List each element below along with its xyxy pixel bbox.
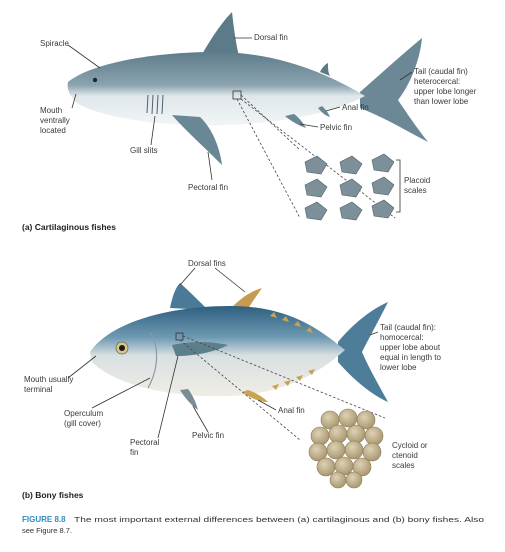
label-shark-anal-fin: Anal fin: [342, 103, 369, 112]
label-tuna-anal-fin: Anal fin: [278, 406, 305, 415]
label-gill-slits: Gill slits: [130, 146, 158, 155]
label-shark-mouth-line1: Mouth: [40, 106, 62, 115]
label-tuna-mouth-line1: Mouth usually: [24, 375, 73, 384]
label-shark-pelvic-fin: Pelvic fin: [320, 123, 352, 132]
label-shark-mouth-line3: located: [40, 126, 66, 135]
label-operculum-line2: (gill cover): [64, 419, 101, 428]
label-tuna-tail-line1: Tail (caudal fin):: [380, 323, 436, 332]
label-tuna-pectoral-line2: fin: [130, 448, 138, 457]
figure-caption-line2: see Figure 8.7.: [22, 526, 72, 535]
label-tuna-tail-line4: equal in length to: [380, 353, 441, 362]
label-tuna-tail-line5: lower lobe: [380, 363, 417, 372]
caption-bony: (b) Bony fishes: [22, 490, 84, 500]
cycloid-scales: [309, 409, 383, 488]
label-cycloid-line3: scales: [392, 461, 415, 470]
caption-cartilaginous: (a) Cartilaginous fishes: [22, 222, 116, 232]
label-tuna-dorsal-fins: Dorsal fins: [188, 259, 226, 268]
label-spiracle: Spiracle: [40, 39, 69, 48]
shark-eye: [93, 78, 97, 82]
tuna-tail: [338, 302, 388, 402]
placoid-scales: [305, 154, 394, 220]
label-shark-pectoral-fin: Pectoral fin: [188, 183, 228, 192]
label-shark-tail-line4: than lower lobe: [414, 97, 469, 106]
label-tuna-pelvic-fin: Pelvic fin: [192, 431, 224, 440]
figure-number: FIGURE 8.8: [22, 515, 66, 524]
tuna-body: [90, 306, 345, 396]
label-shark-tail-line1: Tail (caudal fin): [414, 67, 468, 76]
shark-body: [68, 52, 365, 125]
label-cycloid-line2: ctenoid: [392, 451, 418, 460]
label-tuna-tail-line2: homocercal:: [380, 333, 424, 342]
figure-caption-line1: The most important external differences …: [74, 515, 484, 524]
label-tuna-tail-line3: upper lobe about: [380, 343, 441, 352]
label-placoid-line1: Placoid: [404, 176, 430, 185]
label-tuna-mouth-line2: terminal: [24, 385, 53, 394]
label-cycloid-line1: Cycloid or: [392, 441, 428, 450]
label-shark-dorsal-fin: Dorsal fin: [254, 33, 288, 42]
label-shark-tail-line2: heterocercal:: [414, 77, 460, 86]
tuna-first-dorsal-fin: [170, 283, 208, 310]
label-shark-tail-line3: upper lobe longer: [414, 87, 477, 96]
label-tuna-pectoral-line1: Pectoral: [130, 438, 160, 447]
label-placoid-line2: scales: [404, 186, 427, 195]
label-shark-mouth-line2: ventrally: [40, 116, 70, 125]
label-operculum-line1: Operculum: [64, 409, 103, 418]
